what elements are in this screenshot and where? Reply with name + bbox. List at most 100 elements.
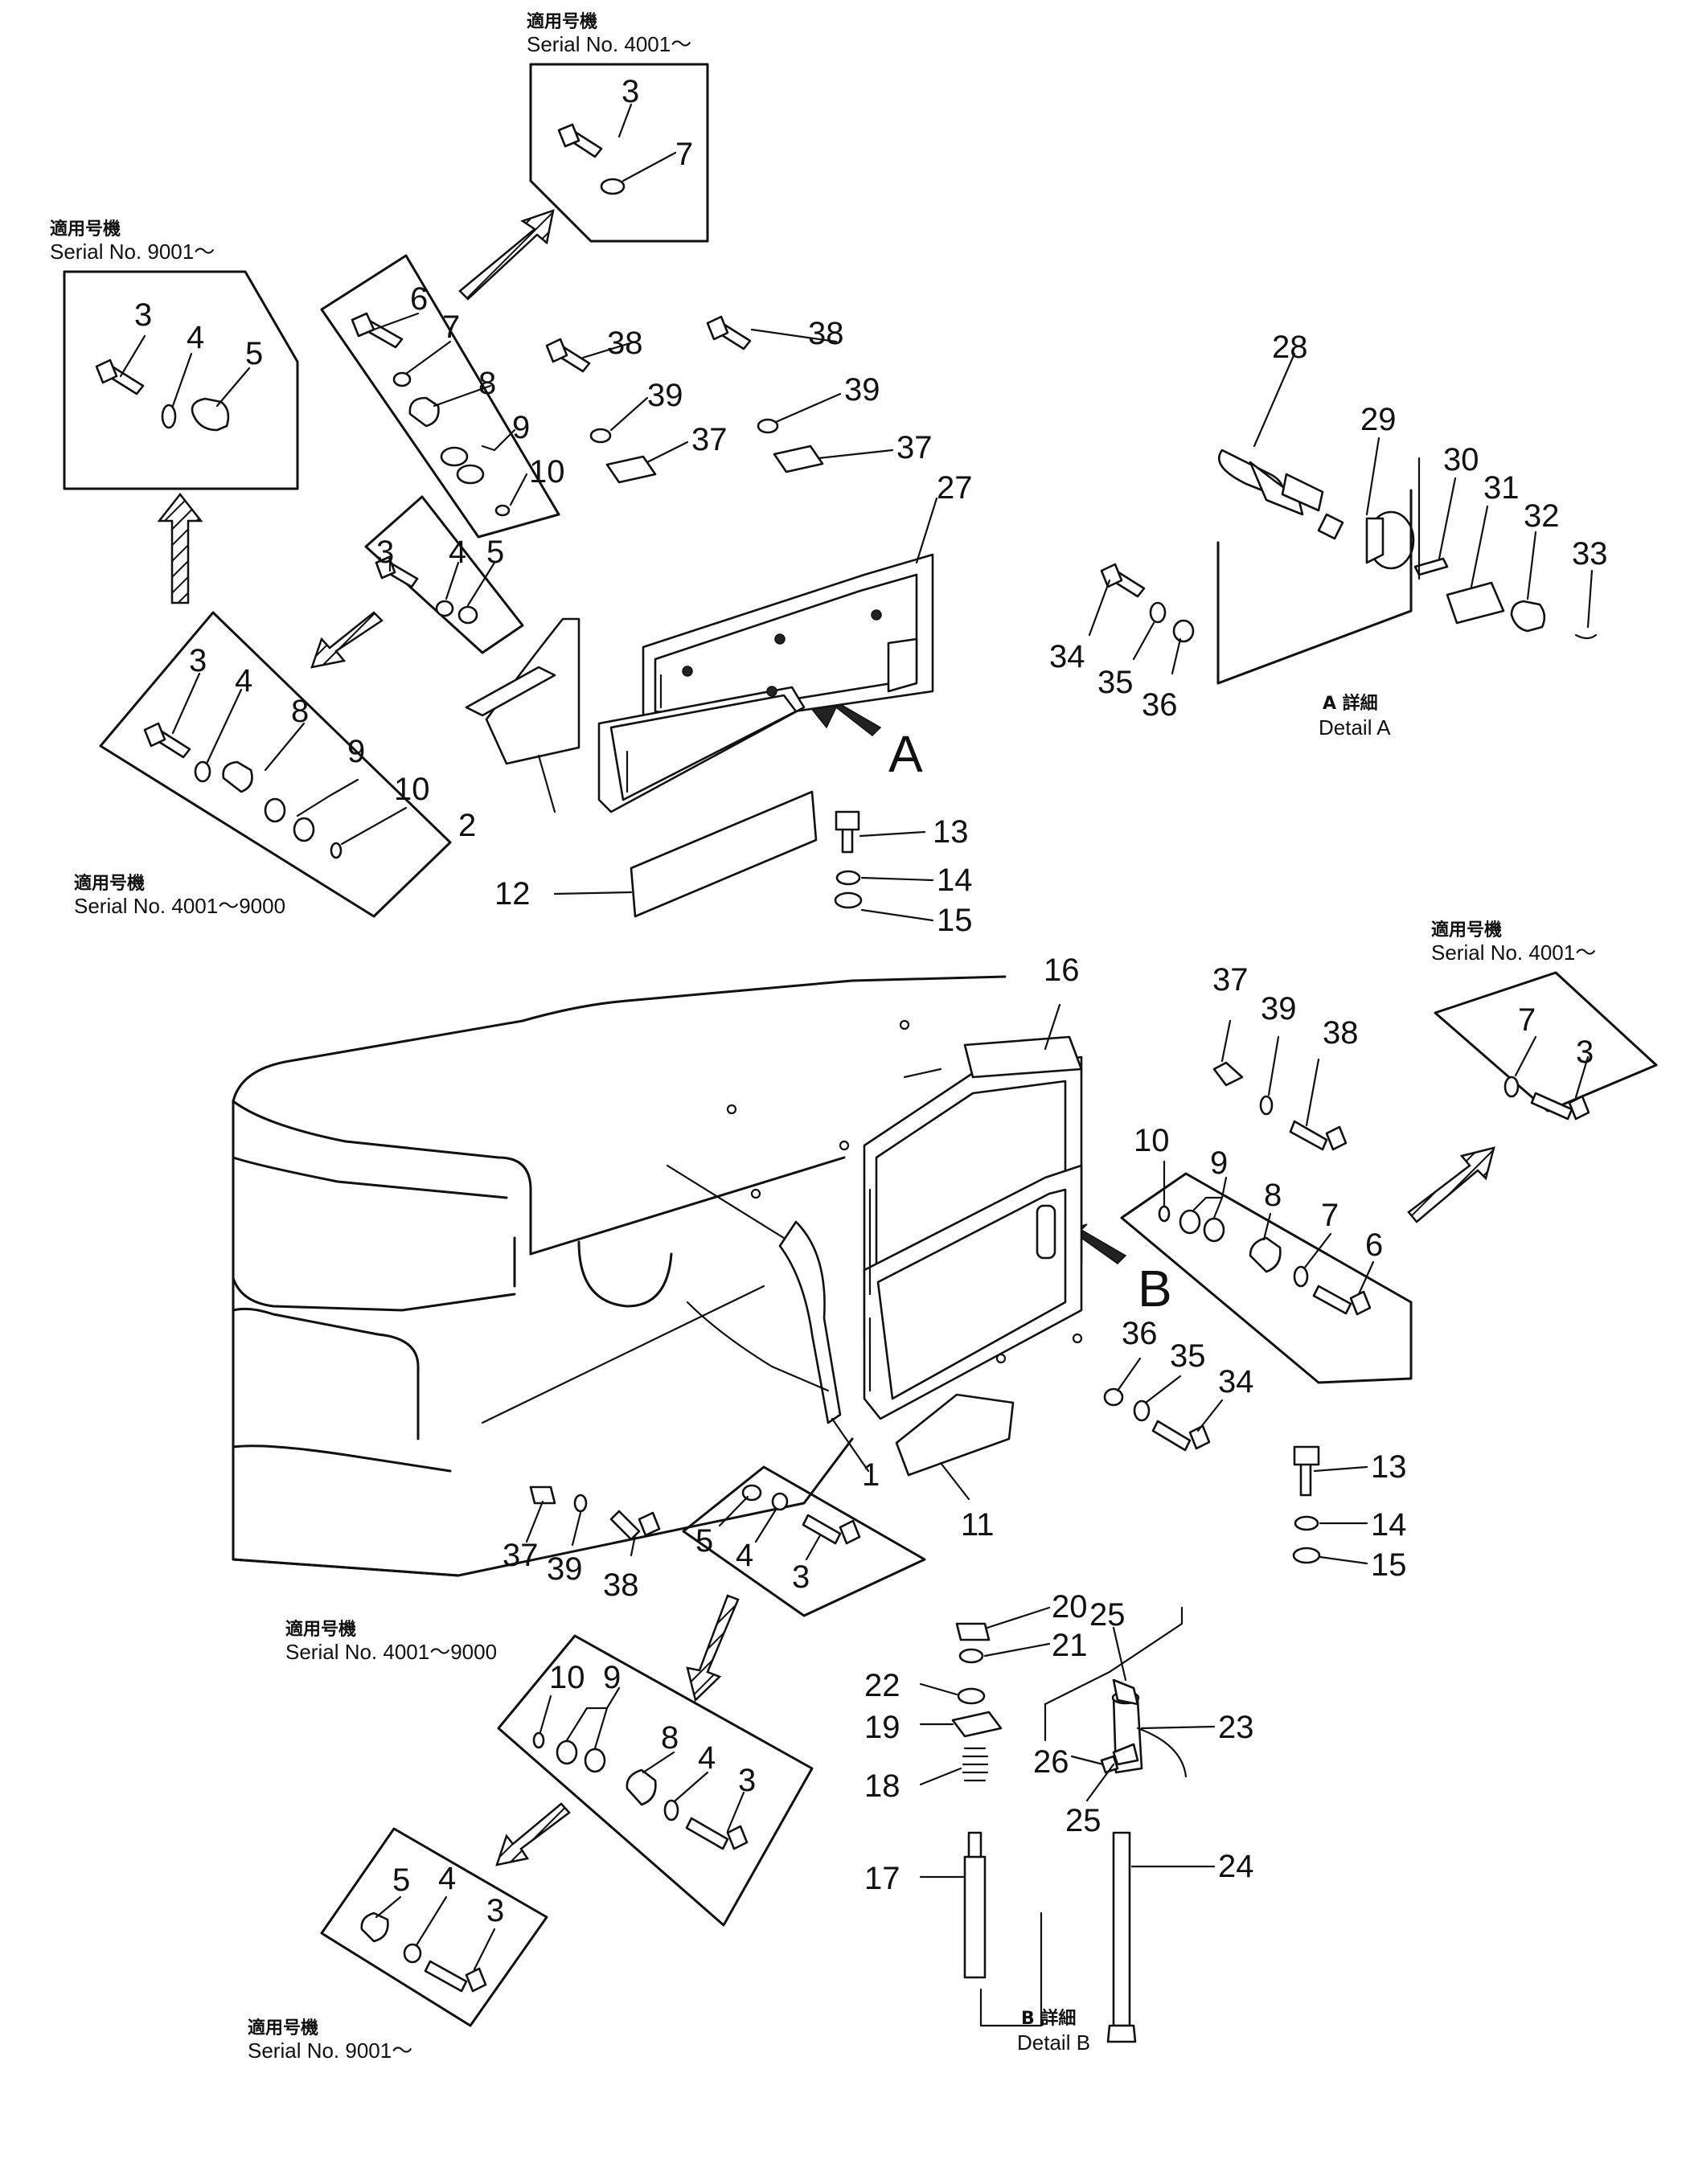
view-marker-a: A: [888, 725, 923, 783]
callout: 6: [410, 281, 428, 317]
lower-right-fasteners: [834, 810, 1321, 1564]
serial-note-mid-left-jp: 適用号機: [74, 873, 145, 894]
callout: 10: [529, 454, 565, 490]
callout: 32: [1524, 498, 1560, 534]
callout: 37: [896, 430, 933, 465]
callout: 39: [547, 1551, 583, 1587]
arrow-to-bottom-left-icon: [495, 1802, 571, 1866]
serial-note-bottom-left-serial: Serial No. 9001～: [248, 2039, 412, 2063]
callout: 24: [1218, 1849, 1254, 1884]
serial-note-mid-right-serial: Serial No. 4001～: [1431, 940, 1596, 965]
callout: 8: [291, 694, 309, 729]
callout: 7: [442, 309, 460, 345]
callout: 4: [438, 1861, 456, 1896]
callout: 37: [1212, 962, 1249, 998]
callout: 4: [187, 320, 204, 355]
callouts: 3 7 6 7 8 9 10 3 4 5 3 4 5 3 4 8 9 10 2 …: [134, 74, 1608, 1928]
serial-note-mid-left: 適用号機 Serial No. 4001～9000: [74, 873, 285, 918]
callout: 4: [698, 1740, 716, 1776]
callout: 8: [661, 1720, 679, 1756]
callout: 37: [503, 1538, 539, 1573]
callout: 7: [1321, 1198, 1339, 1233]
callout: 5: [392, 1862, 410, 1898]
callout: 12: [494, 876, 531, 912]
serial-note-bottom-mid-serial: Serial No. 4001～9000: [285, 1640, 497, 1664]
callout: 38: [607, 326, 643, 361]
callout: 4: [736, 1538, 753, 1573]
callout: 25: [1065, 1803, 1101, 1838]
callout: 3: [376, 535, 394, 570]
callout: 2: [458, 808, 476, 843]
callout: 16: [1044, 953, 1080, 988]
serial-note-top-center: 適用号機 Serial No. 4001～: [527, 11, 691, 56]
callout: 30: [1443, 442, 1479, 477]
left-door-assembly: [597, 553, 934, 813]
detail-a-parts: [1100, 449, 1598, 685]
callout: 31: [1483, 470, 1520, 506]
callout: 10: [1134, 1123, 1170, 1158]
leader-lines: [119, 103, 1594, 1971]
large-b-inset-parts: [532, 1731, 749, 1850]
callout: 11: [961, 1507, 995, 1543]
callout: 9: [603, 1660, 621, 1695]
arrow-to-top-center-icon: [458, 209, 555, 301]
callout: 10: [394, 772, 430, 807]
callout: 35: [1097, 665, 1134, 700]
callout: 3: [134, 297, 152, 333]
arrow-to-large-b-icon: [686, 1594, 740, 1703]
callout: 34: [1218, 1364, 1254, 1399]
top-center-inset-parts: [557, 123, 626, 195]
top-left-inset-parts: [95, 359, 230, 432]
serial-note-bottom-mid-jp: 適用号機: [285, 1619, 356, 1640]
arrow-to-large-a-icon: [310, 611, 384, 669]
callout: 9: [512, 410, 530, 445]
kit-b-inset-parts: [1158, 1205, 1372, 1316]
callout: 6: [1365, 1227, 1383, 1263]
callout: 27: [937, 470, 973, 506]
callout: 14: [937, 863, 973, 898]
callout: 7: [675, 137, 693, 172]
inset-kit-a-frame: [320, 254, 560, 539]
callout: 39: [844, 372, 880, 408]
callout: 36: [1142, 687, 1178, 723]
callout: 15: [937, 903, 973, 938]
callout: 39: [1261, 991, 1297, 1026]
serial-note-mid-left-serial: Serial No. 4001～9000: [74, 894, 285, 918]
callout: 22: [864, 1668, 900, 1703]
callout: 29: [1360, 402, 1397, 437]
callout: 3: [621, 74, 639, 109]
callout: 13: [933, 814, 969, 850]
detail-a-caption-jp: A 詳細: [1323, 693, 1378, 714]
inset-bottom-left-frame: [320, 1827, 548, 2027]
callout: 26: [1033, 1744, 1069, 1780]
detail-b-caption: B 詳細 Detail B: [1017, 2008, 1090, 2055]
callout: 14: [1371, 1507, 1407, 1543]
callout: 28: [1272, 330, 1308, 365]
callout: 9: [1210, 1145, 1228, 1181]
callout: 21: [1052, 1628, 1088, 1663]
serial-note-mid-right-jp: 適用号機: [1431, 920, 1502, 940]
callout: 37: [691, 422, 728, 457]
view-marker-b: B: [1138, 1260, 1172, 1317]
serial-note-top-left-serial: Serial No. 9001～: [50, 240, 215, 264]
inset-top-left-frame: [63, 270, 299, 490]
serial-note-bottom-mid: 適用号機 Serial No. 4001～9000: [285, 1619, 497, 1664]
callout: 15: [1371, 1547, 1407, 1583]
bottom-left-inset-parts: [360, 1912, 487, 1993]
callout: 9: [347, 734, 365, 769]
callout: 8: [478, 366, 496, 401]
large-a-inset-parts: [143, 722, 343, 859]
callout: 4: [449, 535, 466, 570]
right-serial-inset-parts: [1503, 1076, 1590, 1121]
right-door-assembly: [863, 1035, 1083, 1420]
callout: 19: [864, 1710, 900, 1745]
callout: 1: [862, 1457, 880, 1493]
callout: 38: [808, 316, 844, 351]
callout: 38: [603, 1567, 639, 1603]
callout: 4: [235, 663, 252, 699]
inset-large-b-frame: [497, 1634, 814, 1927]
callout: 3: [189, 643, 207, 678]
callout: 5: [486, 535, 504, 570]
callout: 17: [864, 1861, 900, 1896]
